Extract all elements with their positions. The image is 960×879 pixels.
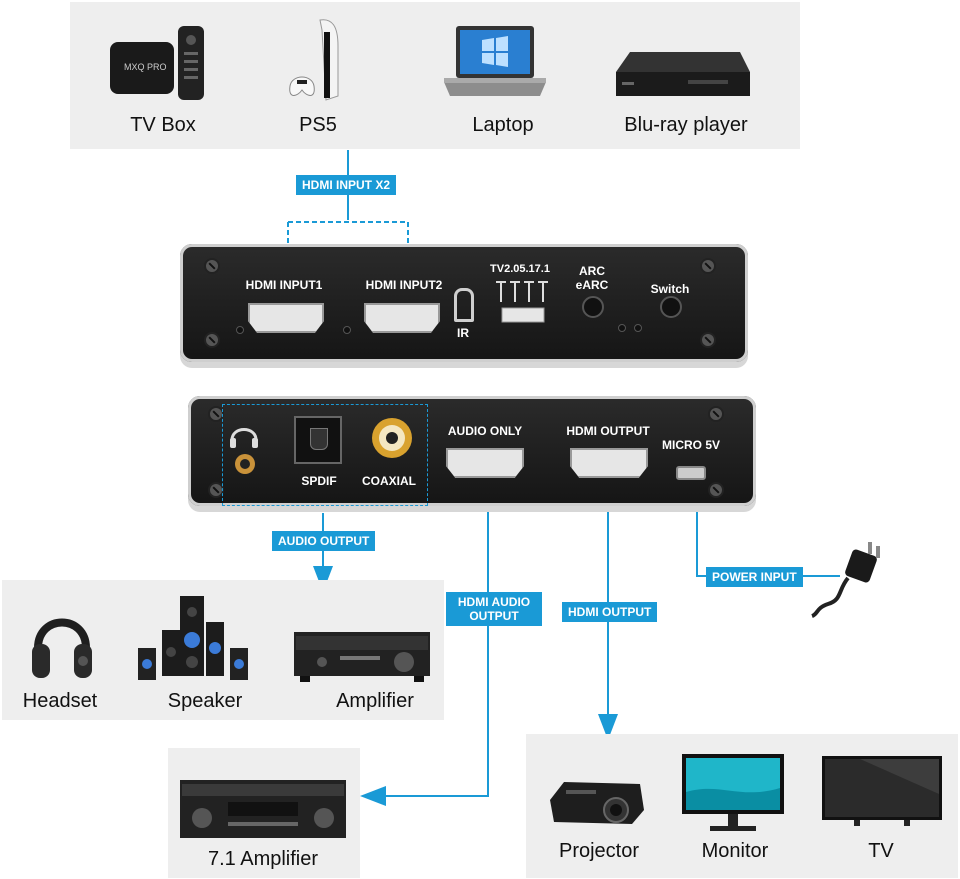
amp71-label: 7.1 Amplifier — [207, 848, 319, 870]
ir-label: IR — [457, 326, 469, 340]
switch-label: Switch — [650, 282, 690, 296]
power-input-tag: POWER INPUT — [706, 567, 803, 587]
screw-icon — [708, 482, 724, 498]
ps5-icon — [289, 19, 339, 101]
hdmi-audio-output-tag: HDMI AUDIO OUTPUT — [446, 592, 542, 626]
monitor-icon — [682, 754, 784, 831]
audio-only-hdmi-port[interactable] — [446, 448, 524, 478]
headset-label: Headset — [22, 690, 98, 712]
amplifier-label: Amplifier — [336, 690, 414, 712]
headset-icon — [32, 618, 92, 678]
hdmi-input1-port[interactable] — [248, 303, 324, 333]
hdmi-input2-port[interactable] — [364, 303, 440, 333]
ps5-label: PS5 — [299, 114, 337, 136]
hdmi-output-port[interactable] — [570, 448, 648, 478]
earc-label: eARC — [575, 278, 609, 292]
projector-icon — [550, 782, 644, 824]
coaxial-label: COAXIAL — [362, 474, 416, 488]
audio-outputs-group — [222, 404, 428, 506]
screw-icon — [208, 406, 224, 422]
hdmi-audio-output-line2: OUTPUT — [469, 609, 519, 623]
coaxial-port[interactable] — [370, 416, 414, 460]
screw-icon — [700, 258, 716, 274]
screw-icon — [700, 332, 716, 348]
audio-only-label: AUDIO ONLY — [447, 424, 523, 438]
projector-label: Projector — [558, 840, 640, 862]
hdmi-input2-label: HDMI INPUT2 — [365, 278, 443, 292]
spdif-port[interactable] — [294, 416, 342, 464]
laptop-label: Laptop — [472, 114, 534, 136]
speaker-label: Speaker — [167, 690, 243, 712]
amplifier-7-1-icon — [180, 780, 346, 838]
screw-icon — [708, 406, 724, 422]
dip-switch-label: TV2.05.17.1 — [490, 263, 550, 275]
arc-earc-button[interactable] — [582, 296, 604, 318]
micro5v-port[interactable] — [676, 466, 706, 480]
power-adapter-icon — [811, 542, 880, 618]
bluray-player-label: Blu-ray player — [624, 114, 748, 136]
led-dot — [634, 324, 642, 332]
bluray-player-icon — [616, 52, 750, 96]
switch-button[interactable] — [660, 296, 682, 318]
screw-icon — [204, 258, 220, 274]
screw-icon — [204, 332, 220, 348]
hdmi-output-tag: HDMI OUTPUT — [562, 602, 658, 622]
hdmi-input-x2-tag: HDMI INPUT X2 — [296, 175, 397, 195]
ir-receiver — [454, 288, 474, 322]
spdif-label: SPDIF — [301, 474, 337, 488]
amplifier-icon — [294, 632, 430, 682]
tv-box-icon: MXQ PRO — [110, 26, 204, 100]
led-dot — [236, 326, 244, 334]
headphone-jack-icon — [230, 428, 258, 474]
audio-output-tag: AUDIO OUTPUT — [272, 531, 376, 551]
tv-box-label: TV Box — [130, 114, 196, 136]
screw-icon — [208, 482, 224, 498]
led-dot — [343, 326, 351, 334]
hdmi-input1-label: HDMI INPUT1 — [245, 278, 323, 292]
micro5v-label: MICRO 5V — [661, 438, 720, 452]
hdmi-output-port-label: HDMI OUTPUT — [566, 424, 650, 438]
hdmi-audio-output-line1: HDMI AUDIO — [457, 595, 531, 609]
tv-label: TV — [868, 840, 894, 862]
arc-label: ARC — [579, 264, 605, 278]
svg-text:MXQ PRO: MXQ PRO — [124, 62, 167, 72]
speaker-icon — [138, 596, 248, 680]
tv-icon — [822, 756, 942, 826]
led-dot — [618, 324, 626, 332]
laptop-icon — [444, 26, 546, 96]
dip-switch-icon[interactable] — [492, 278, 552, 326]
monitor-label: Monitor — [701, 840, 769, 862]
